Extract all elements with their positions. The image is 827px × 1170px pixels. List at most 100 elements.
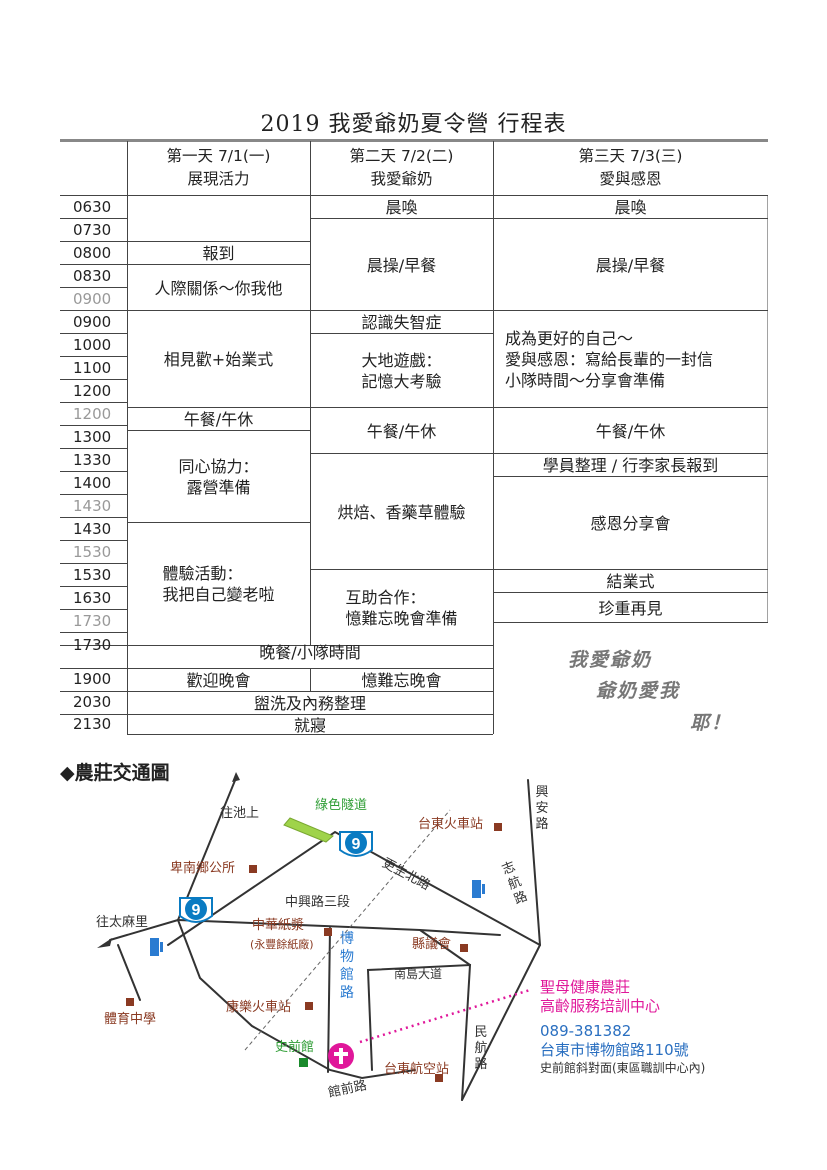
time-cell: 0830 <box>73 267 112 285</box>
green-tunnel-shape <box>283 817 334 843</box>
day2-activity: 烘焙、香藥草體驗 <box>337 502 466 522</box>
day3-activity: 結業式 <box>606 572 655 591</box>
slogan-line: 耶！ <box>690 712 733 734</box>
road-nandao <box>366 963 472 1101</box>
arrow-icon <box>97 938 112 948</box>
day1-activity: 相見歡+始業式 <box>163 350 274 369</box>
time-cell: 1630 <box>73 589 112 607</box>
day3-activity: 學員整理 / 行李家長報到 <box>542 456 719 475</box>
day3-activity: 珍重再見 <box>598 598 663 618</box>
slogan-line: 我愛爺奶 <box>568 649 653 671</box>
day1-activity: 同心協力： 露營準備 <box>178 457 259 497</box>
time-cell: 1400 <box>73 474 112 492</box>
day1-activity: 午餐/午休 <box>183 410 254 429</box>
label-green-tunnel: 綠色隧道 <box>315 798 368 813</box>
road-guanqian <box>177 919 416 1080</box>
day2-activity: 大地遊戲： 記憶大考驗 <box>361 351 442 391</box>
label-zhongxing-rd: 中興路三段 <box>285 895 351 910</box>
day1-header: 第一天 7/1(一) 展現活力 <box>127 145 310 191</box>
day3-activity: 午餐/午休 <box>595 421 666 441</box>
gas-station-icon <box>472 880 485 898</box>
label-museum-rd: 博物館路 <box>340 931 354 1001</box>
time-cell: 1200 <box>73 382 112 400</box>
day1-date: 第一天 7/1(一) <box>166 147 271 165</box>
road-sports <box>117 944 141 1001</box>
time-cell: 0800 <box>73 244 112 262</box>
place-markers <box>126 823 502 1082</box>
svg-text:9: 9 <box>352 836 361 853</box>
shared-activity: 晚餐/小隊時間 <box>259 643 361 662</box>
arrow-icon <box>232 772 240 782</box>
time-cell: 1430 <box>73 497 112 515</box>
time-cell: 1100 <box>73 359 112 377</box>
label-airport: 台東航空站 <box>384 1062 450 1077</box>
label-taitung-station: 台東火車站 <box>418 817 484 832</box>
time-cell: 0730 <box>73 221 112 239</box>
time-cell: 1200 <box>73 405 112 423</box>
time-cell: 2130 <box>73 715 112 733</box>
day2-date: 第二天 7/2(二) <box>349 147 454 165</box>
time-cell: 1730 <box>73 636 112 654</box>
road-taimali <box>109 919 179 941</box>
schedule-grid <box>60 141 768 735</box>
slogan-line: 爺奶愛我 <box>596 680 681 702</box>
farm-phone: 089-381382 <box>540 1022 632 1040</box>
day3-theme: 愛與感恩 <box>599 170 662 188</box>
time-cell: 2030 <box>73 693 112 711</box>
farm-address: 台東市博物館路110號 <box>540 1041 689 1059</box>
railway-line <box>244 809 451 1051</box>
day1-activity: 體驗活動： 我把自己變老啦 <box>162 564 275 604</box>
time-cell: 1730 <box>73 612 112 630</box>
museum-marker <box>299 1058 308 1067</box>
label-to-chishang: 往池上 <box>220 806 260 821</box>
day2-activity: 認識失智症 <box>361 313 442 332</box>
svg-text:9: 9 <box>192 902 201 919</box>
day2-theme: 我愛爺奶 <box>370 170 433 188</box>
day2-activity: 晨操/早餐 <box>366 255 437 275</box>
road-link <box>419 929 471 966</box>
day3-date: 第三天 7/3(三) <box>578 147 683 165</box>
day2-activity: 憶難忘晚會 <box>361 671 442 690</box>
day2-activity: 午餐/午休 <box>366 421 437 441</box>
day2-header: 第二天 7/2(二) 我愛爺奶 <box>310 145 493 191</box>
shared-activity: 盥洗及內務整理 <box>253 694 366 713</box>
title-divider <box>60 139 768 142</box>
traffic-map: 9 9 往池上 綠色隧道 <box>0 770 827 1170</box>
time-cell: 1300 <box>73 428 112 446</box>
time-cell: 0630 <box>73 198 112 216</box>
label-yongfeng-paper: (永豐餘紙廠) <box>250 938 314 951</box>
road-museum <box>327 927 331 1073</box>
day2-activity: 晨喚 <box>385 198 418 217</box>
label-nandao-ave: 南島大道 <box>394 967 443 981</box>
road-zhi <box>461 944 541 1101</box>
day1-activity: 報到 <box>202 244 235 263</box>
day3-activity: 晨喚 <box>614 198 647 217</box>
highway-9-badge-east: 9 <box>339 831 373 857</box>
map-roads: 9 9 <box>97 772 541 1101</box>
day1-activity: 人際關係～你我他 <box>154 278 283 298</box>
farm-name: 聖母健康農莊 <box>540 978 631 996</box>
road-zhongxing <box>177 919 501 936</box>
label-zhonghua-paper: 中華紙漿 <box>252 918 305 933</box>
label-xingan-rd: 興安路 <box>535 785 549 832</box>
time-cell: 1900 <box>73 670 112 688</box>
farm-subname: 高齡服務培訓中心 <box>540 997 661 1015</box>
map-section-title: ◆農莊交通圖 <box>60 762 170 784</box>
label-museum: 史前館 <box>275 1040 315 1055</box>
day3-activity: 晨操/早餐 <box>595 255 666 275</box>
time-cell: 1430 <box>73 520 112 538</box>
day1-theme: 展現活力 <box>187 170 250 188</box>
label-beinan-office: 卑南鄉公所 <box>170 861 236 876</box>
label-kangle-station: 康樂火車站 <box>226 1000 292 1015</box>
farm-note: 史前館斜對面(東區職訓中心內) <box>540 1061 706 1075</box>
label-county-council: 縣議會 <box>412 937 452 952</box>
road-chishang <box>177 777 237 921</box>
time-cell: 0900 <box>73 290 112 308</box>
page-title: 2019 我愛爺奶夏令營 行程表 <box>260 112 567 137</box>
farm-location-icon <box>328 1043 354 1069</box>
gas-station-icon <box>150 938 163 956</box>
time-cell: 1330 <box>73 451 112 469</box>
day2-activity: 互助合作： 憶難忘晚會準備 <box>345 587 458 628</box>
farm-info: 聖母健康農莊 高齡服務培訓中心 089-381382 台東市博物館路110號 史… <box>540 978 705 1076</box>
day3-header: 第三天 7/3(三) 愛與感恩 <box>493 145 768 191</box>
